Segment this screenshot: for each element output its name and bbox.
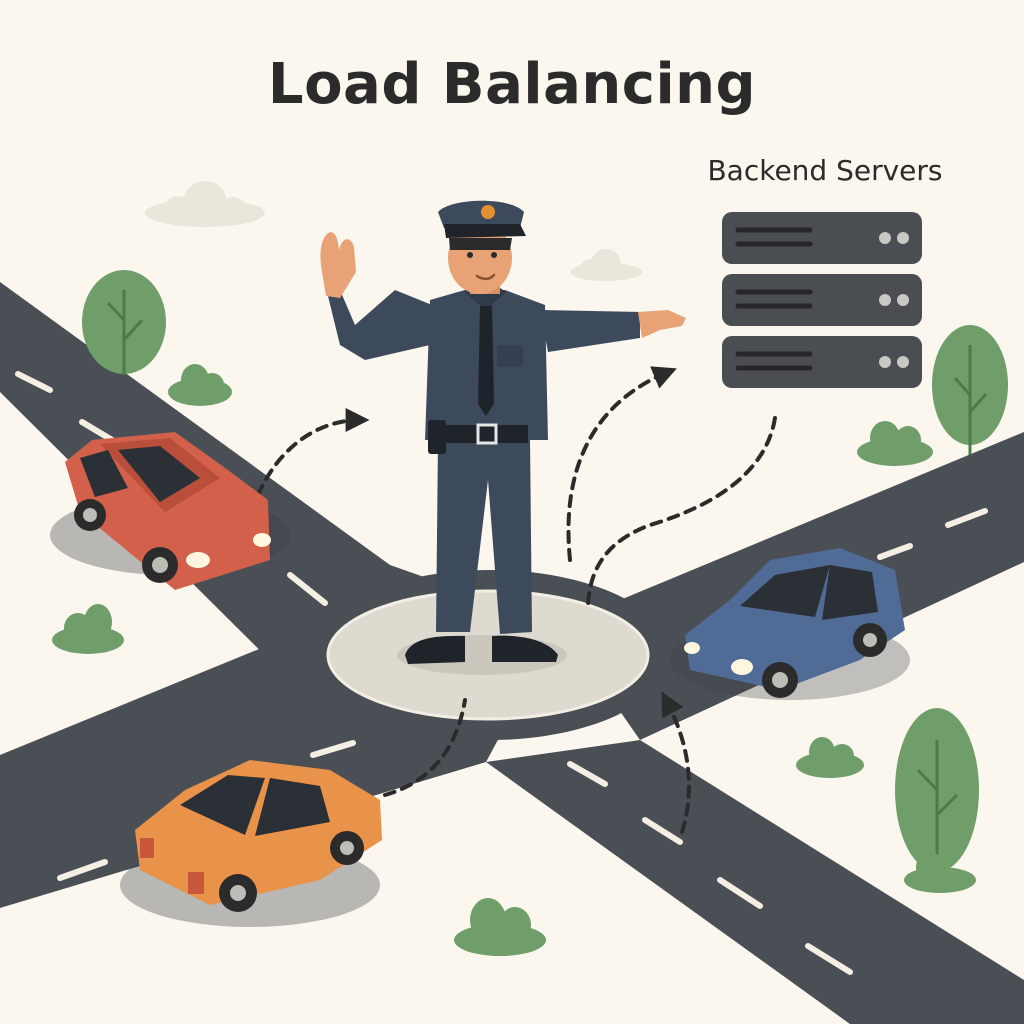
server-rack-icon (722, 212, 922, 388)
bush-icon (904, 852, 976, 893)
tree-icon (82, 270, 166, 375)
cloud-icon (570, 249, 642, 281)
flow-arrow-server-return (586, 416, 777, 607)
flow-arrow-red-car (256, 408, 370, 497)
cloud-icon (145, 181, 265, 227)
tree-icon (932, 325, 1008, 455)
traffic-flow-arrows (256, 366, 777, 834)
bush-icon (168, 364, 232, 406)
page-title: Load Balancing (267, 52, 757, 117)
flow-arrow-to-server (566, 366, 677, 562)
server-label: Backend Servers (707, 154, 943, 187)
car-blue-icon (670, 548, 910, 700)
bush-icon (52, 604, 124, 654)
car-orange-icon (120, 760, 382, 927)
flow-arrow-orange-car (383, 698, 467, 797)
tree-icon (895, 708, 979, 880)
bush-icon (857, 421, 933, 466)
bush-icon (796, 737, 864, 778)
car-red-icon (50, 432, 290, 590)
traffic-officer-icon (320, 200, 686, 664)
flow-arrow-blue-car (661, 691, 691, 834)
bush-icon (454, 898, 546, 956)
